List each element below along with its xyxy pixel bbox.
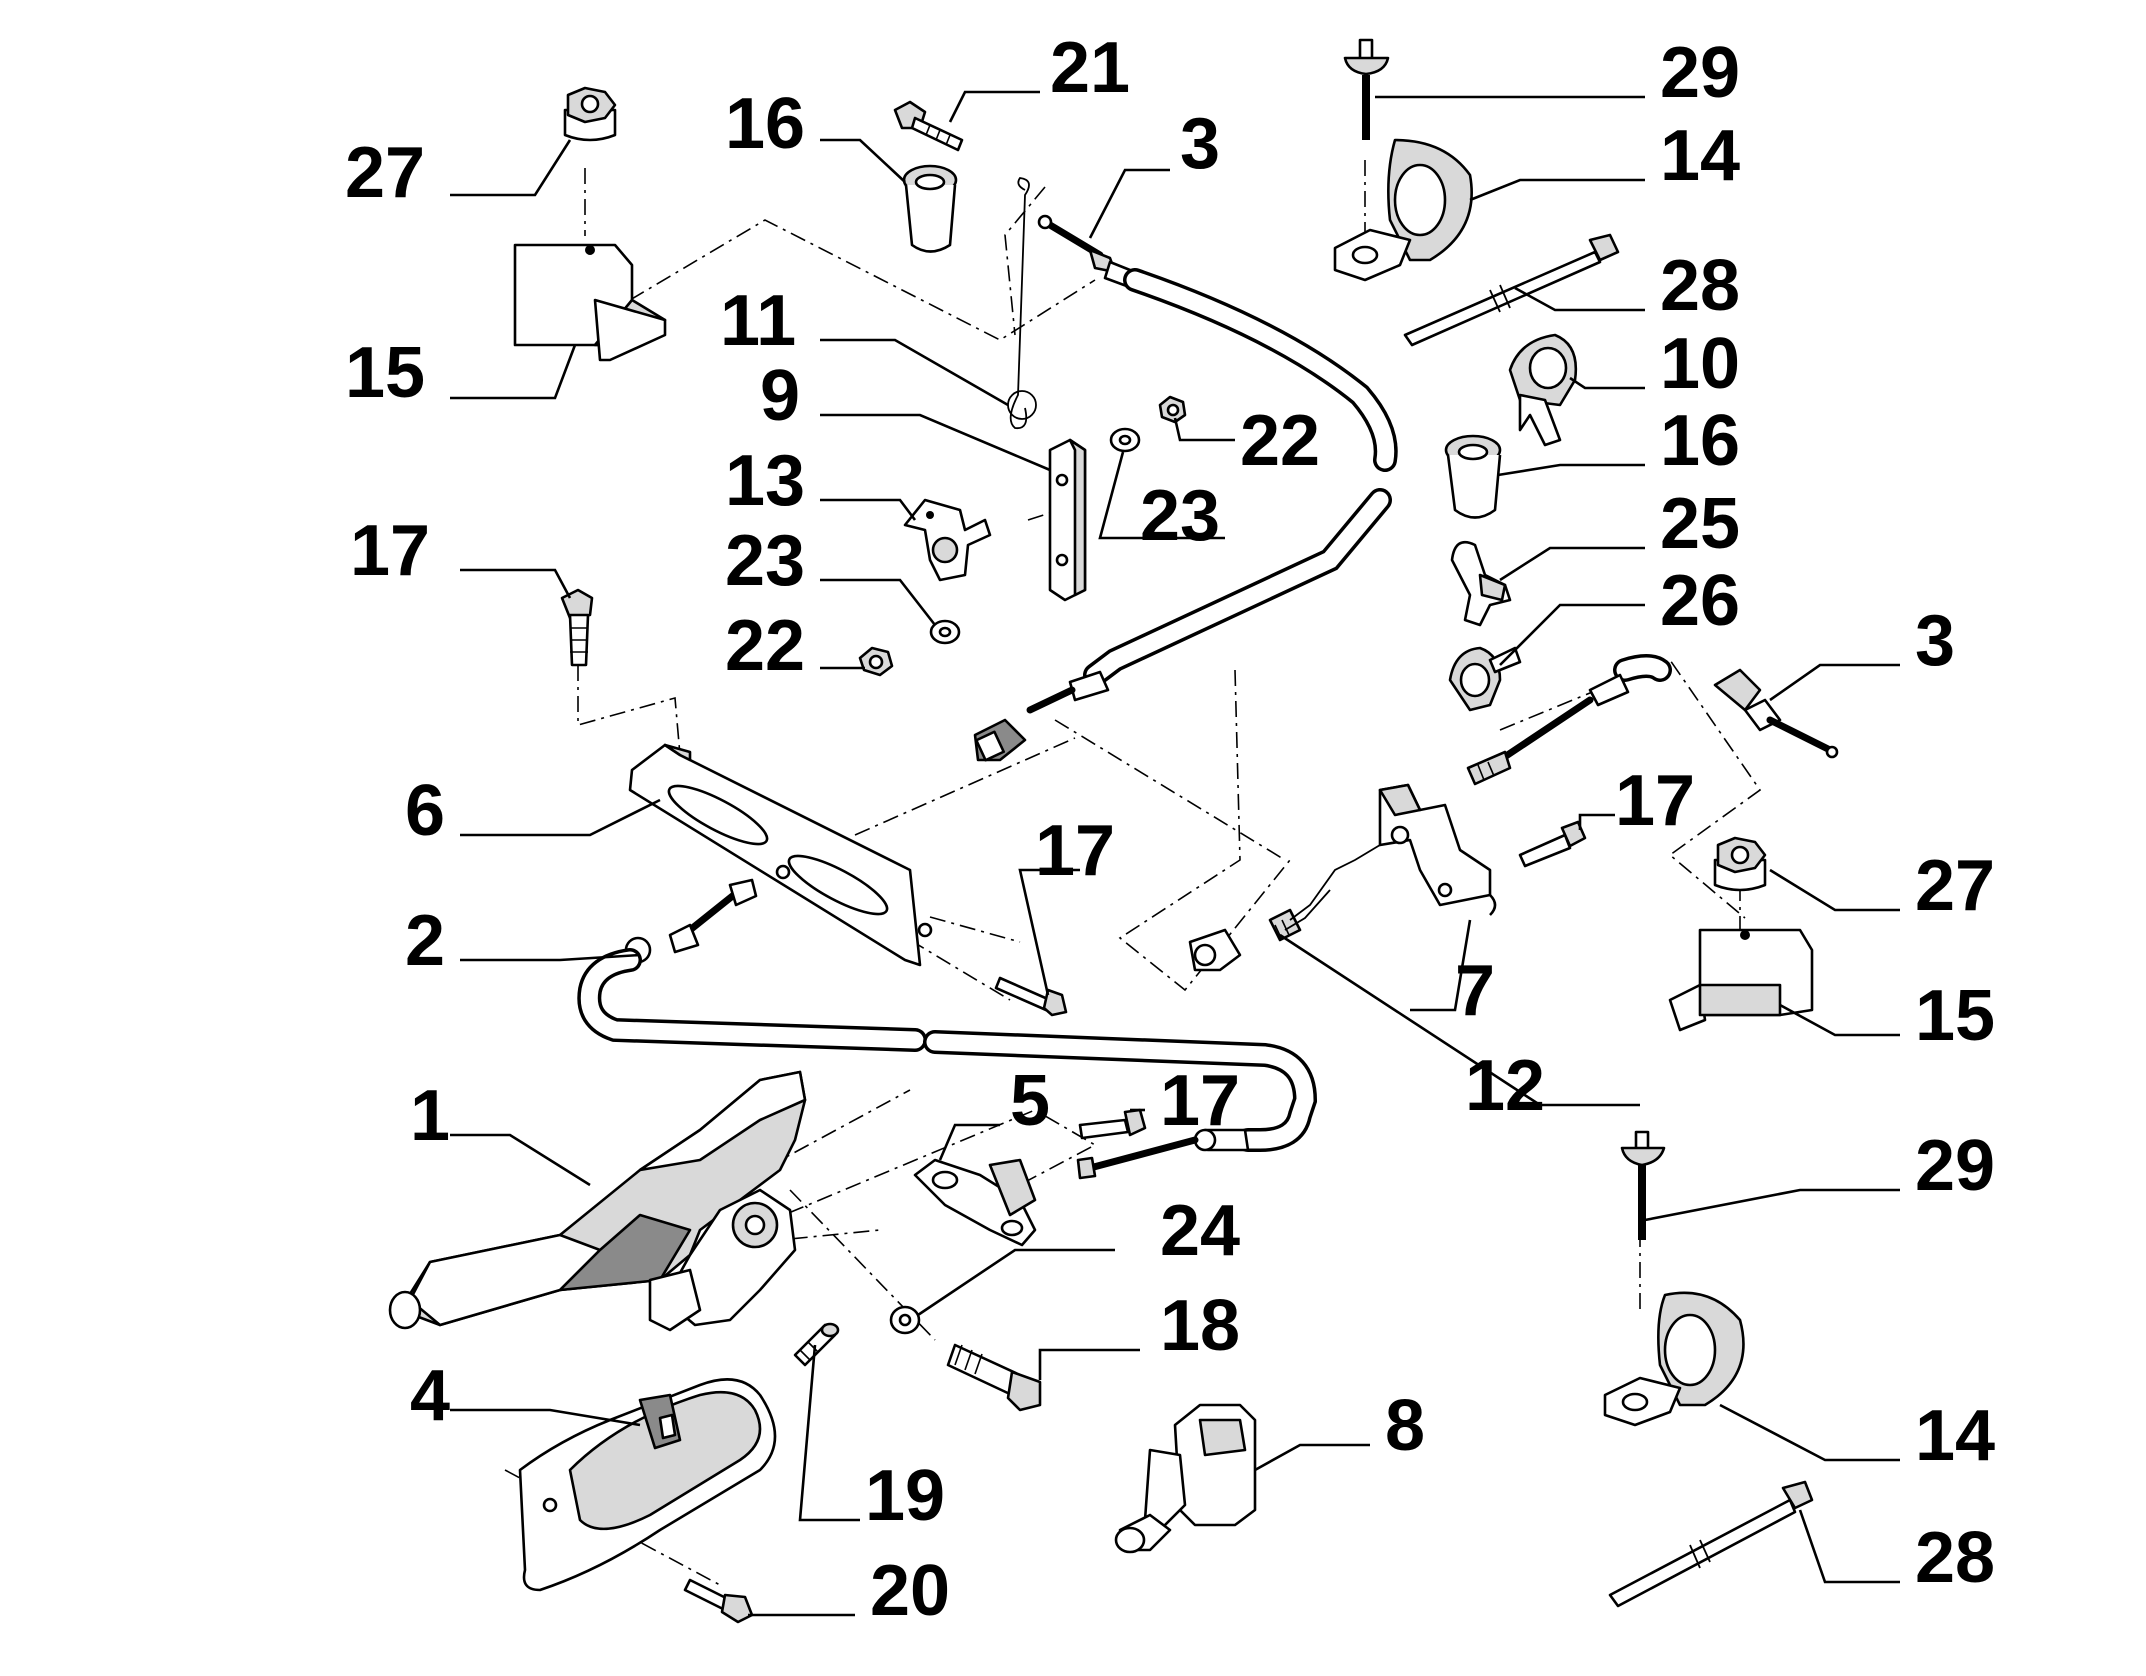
bracket-15-top xyxy=(513,243,667,362)
callout-22-top: 22 xyxy=(1240,401,1320,481)
bolt-17-right xyxy=(1518,820,1587,868)
callout-18: 18 xyxy=(1160,1286,1240,1366)
callout-5: 5 xyxy=(1010,1061,1050,1141)
bracket-6 xyxy=(628,743,933,967)
rivet-29-bottom xyxy=(1620,1130,1666,1240)
callout-4: 4 xyxy=(410,1356,450,1436)
callout-labels: 27 15 21 16 3 29 14 28 10 16 25 26 3 11 … xyxy=(345,28,1995,1631)
clamp-14-top xyxy=(1333,138,1473,282)
flange-nut-27-top xyxy=(563,86,617,142)
callout-17-center: 17 xyxy=(1035,811,1115,891)
cable-2 xyxy=(577,878,1318,1180)
cable-tie-28-top xyxy=(1403,233,1620,347)
nut-22-top xyxy=(1158,395,1187,424)
callout-13: 13 xyxy=(725,441,805,521)
callout-23-bottom: 23 xyxy=(725,521,805,601)
nut-22-bottom xyxy=(858,646,894,677)
bolt-21 xyxy=(893,100,964,152)
bracket-7 xyxy=(1378,783,1497,916)
callout-1: 1 xyxy=(410,1076,450,1156)
callout-10: 10 xyxy=(1660,324,1740,404)
callout-14-bottom: 14 xyxy=(1915,1396,1995,1476)
callout-25: 25 xyxy=(1660,484,1740,564)
callout-12: 12 xyxy=(1465,1046,1545,1126)
callout-3-right: 3 xyxy=(1915,601,1955,681)
callout-22-bottom: 22 xyxy=(725,606,805,686)
bracket-15-right xyxy=(1668,928,1814,1032)
callout-17-lower: 17 xyxy=(1160,1061,1240,1141)
callout-9: 9 xyxy=(760,356,800,436)
callout-6: 6 xyxy=(405,771,445,851)
bolt-20 xyxy=(683,1578,754,1624)
cover-4 xyxy=(518,1378,777,1592)
clip-25 xyxy=(1450,540,1512,627)
callout-27-top: 27 xyxy=(345,133,425,213)
callout-21: 21 xyxy=(1050,28,1130,108)
leader-lines xyxy=(450,90,1900,1617)
rivet-29-top xyxy=(1343,38,1390,140)
callout-7: 7 xyxy=(1455,951,1495,1031)
callout-11: 11 xyxy=(720,281,796,361)
callout-17-left: 17 xyxy=(350,511,430,591)
assembly-dash-lines xyxy=(504,160,1762,1586)
callout-14-top: 14 xyxy=(1660,116,1740,196)
callout-17-right: 17 xyxy=(1615,761,1695,841)
callout-19: 19 xyxy=(865,1456,945,1536)
bracket-13 xyxy=(903,498,992,582)
stud-19 xyxy=(793,1322,840,1367)
handbrake-lever-1 xyxy=(388,1070,807,1332)
callout-29-top: 29 xyxy=(1660,33,1740,113)
bracket-5 xyxy=(913,1158,1037,1247)
cable-3-right xyxy=(1466,654,1839,786)
callout-8: 8 xyxy=(1385,1386,1425,1466)
bolt-18 xyxy=(946,1343,1042,1412)
clamp-14-bottom xyxy=(1603,1291,1745,1427)
cable-3-top xyxy=(973,214,1398,762)
washer-24 xyxy=(889,1305,921,1335)
callout-15-top: 15 xyxy=(345,333,425,413)
plate-9 xyxy=(1048,438,1087,602)
flange-nut-27-right xyxy=(1713,836,1767,892)
callout-24: 24 xyxy=(1160,1191,1240,1271)
callout-26: 26 xyxy=(1660,561,1740,641)
bolt-17-center xyxy=(994,976,1068,1017)
clip-10 xyxy=(1508,333,1578,447)
callout-23-top: 23 xyxy=(1140,476,1220,556)
callout-28-top: 28 xyxy=(1660,246,1740,326)
washer-23-top xyxy=(1109,427,1141,453)
callout-29-bottom: 29 xyxy=(1915,1126,1995,1206)
callout-16-right: 16 xyxy=(1660,401,1740,481)
cable-tie-28-bottom xyxy=(1608,1480,1814,1608)
callout-2: 2 xyxy=(405,901,445,981)
washer-23-bottom xyxy=(929,619,961,645)
callout-15-right: 15 xyxy=(1915,976,1995,1056)
grommet-16-top xyxy=(902,164,958,253)
callout-28-bottom: 28 xyxy=(1915,1518,1995,1598)
callout-20: 20 xyxy=(870,1551,950,1631)
grommet-16-right xyxy=(1444,434,1502,519)
callout-16-top: 16 xyxy=(725,84,805,164)
switch-8 xyxy=(1114,1403,1257,1554)
bolt-17-lower xyxy=(1078,1108,1147,1140)
callout-3-top: 3 xyxy=(1180,104,1220,184)
bolt-17-left xyxy=(560,588,594,667)
spring-assembly-12 xyxy=(1188,844,1381,972)
callout-27-right: 27 xyxy=(1915,846,1995,926)
